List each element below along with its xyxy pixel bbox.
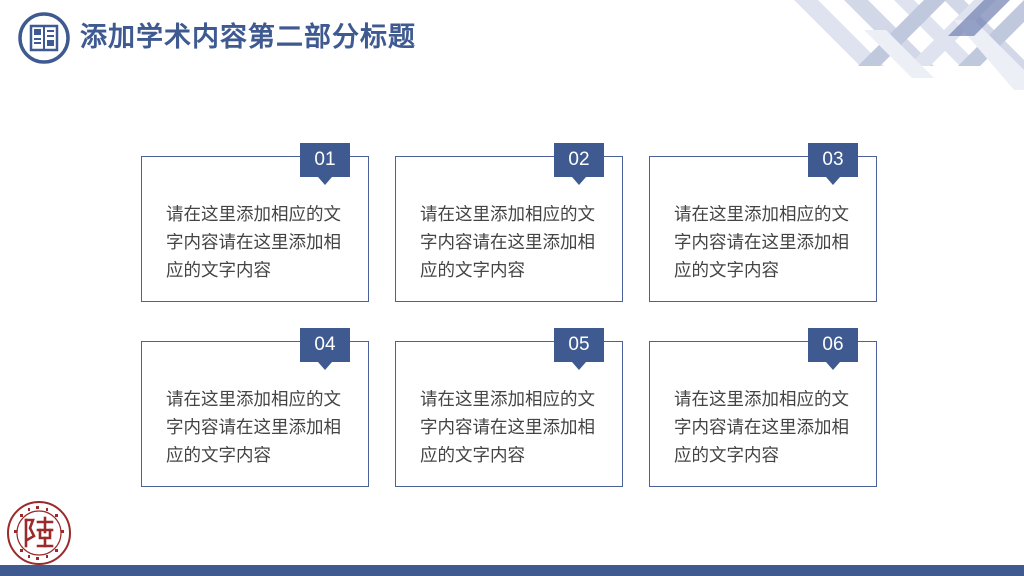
content-card-03: 03 请在这里添加相应的文字内容请在这里添加相应的文字内容 <box>649 143 877 302</box>
card-text: 请在这里添加相应的文字内容请在这里添加相应的文字内容 <box>166 205 341 281</box>
card-number-badge: 03 <box>808 143 858 185</box>
content-card-06: 06 请在这里添加相应的文字内容请在这里添加相应的文字内容 <box>649 328 877 487</box>
content-card-01: 01 请在这里添加相应的文字内容请在这里添加相应的文字内容 <box>141 143 369 302</box>
card-number-badge: 02 <box>554 143 604 185</box>
card-text: 请在这里添加相应的文字内容请在这里添加相应的文字内容 <box>166 390 341 466</box>
card-number-badge: 05 <box>554 328 604 370</box>
page-title: 添加学术内容第二部分标题 <box>80 22 416 53</box>
card-number-badge: 04 <box>300 328 350 370</box>
card-text: 请在这里添加相应的文字内容请在这里添加相应的文字内容 <box>674 390 849 466</box>
card-text: 请在这里添加相应的文字内容请在这里添加相应的文字内容 <box>674 205 849 281</box>
card-number-badge: 06 <box>808 328 858 370</box>
card-text: 请在这里添加相应的文字内容请在这里添加相应的文字内容 <box>420 390 595 466</box>
university-seal-logo <box>7 501 71 565</box>
book-page-icon <box>18 12 70 64</box>
content-card-04: 04 请在这里添加相应的文字内容请在这里添加相应的文字内容 <box>141 328 369 487</box>
content-card-02: 02 请在这里添加相应的文字内容请在这里添加相应的文字内容 <box>395 143 623 302</box>
content-card-05: 05 请在这里添加相应的文字内容请在这里添加相应的文字内容 <box>395 328 623 487</box>
corner-decoration <box>794 0 1024 90</box>
card-text: 请在这里添加相应的文字内容请在这里添加相应的文字内容 <box>420 205 595 281</box>
card-number-badge: 01 <box>300 143 350 185</box>
bottom-bar <box>0 565 1024 576</box>
